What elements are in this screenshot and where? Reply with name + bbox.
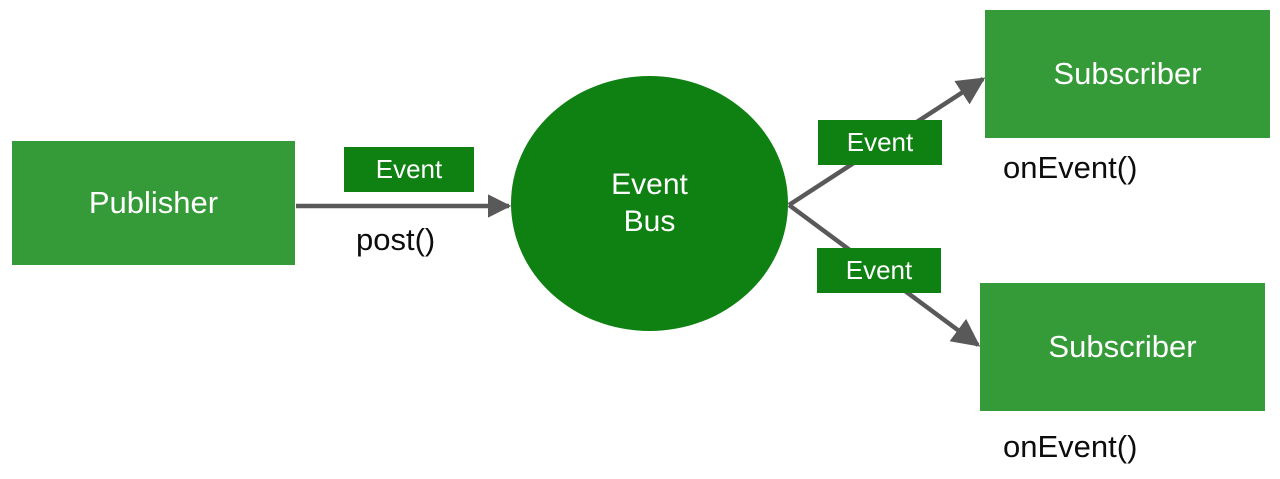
edge-tag-publish-event-label: Event [375, 154, 443, 184]
edge-tag-deliver-event-bottom: Event [817, 248, 941, 293]
node-event-bus-label-line2: Bus [623, 204, 676, 238]
node-subscriber-top-label: Subscriber [1053, 56, 1202, 91]
caption-on-event-top: onEvent() [1003, 150, 1138, 185]
node-publisher-label: Publisher [88, 185, 219, 220]
edge-tag-publish-event: Event [344, 147, 474, 192]
caption-on-event-bottom: onEvent() [1003, 429, 1138, 464]
node-subscriber-bottom[interactable]: Subscriber [980, 283, 1265, 411]
edge-tag-deliver-event-bottom-label: Event [845, 255, 913, 285]
node-subscriber-bottom-label: Subscriber [1048, 329, 1197, 364]
node-subscriber-top[interactable]: Subscriber [985, 10, 1270, 138]
node-event-bus-label-line1: Event [611, 167, 688, 201]
edge-tag-deliver-event-top: Event [818, 120, 942, 165]
node-event-bus[interactable]: Event Bus [511, 76, 788, 331]
edge-tag-deliver-event-top-label: Event [846, 127, 914, 157]
node-publisher[interactable]: Publisher [12, 141, 295, 265]
caption-post-method: post() [356, 222, 436, 257]
